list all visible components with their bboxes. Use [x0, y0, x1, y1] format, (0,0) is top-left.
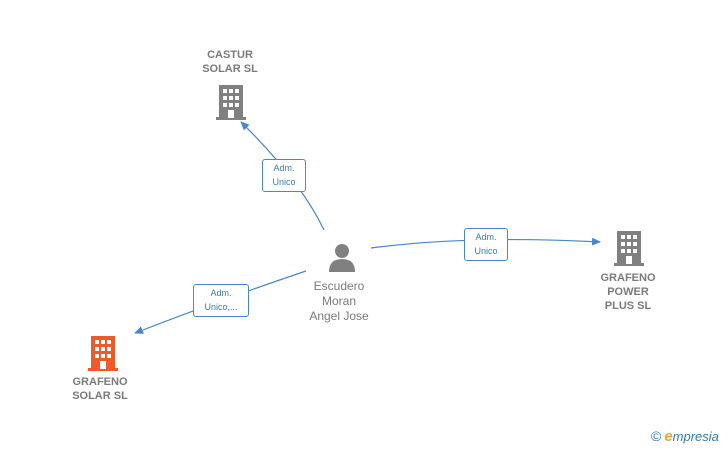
node-label-grafeno-solar[interactable]: GRAFENO SOLAR SL — [72, 376, 128, 402]
node-label-grafeno-power-plus[interactable]: GRAFENO POWER PLUS SL — [600, 272, 656, 312]
edge-label-castur[interactable]: Adm. Unico — [262, 159, 306, 192]
edge-label-grafeno-solar[interactable]: Adm. Unico,... — [193, 284, 249, 317]
building-icon[interactable] — [614, 230, 644, 266]
copyright-icon: © — [651, 428, 662, 444]
building-icon[interactable] — [216, 84, 246, 120]
edge-label-grafeno-power[interactable]: Adm. Unico — [464, 228, 508, 261]
brand-initial: e — [664, 428, 673, 445]
brand-name: mpresia — [672, 429, 719, 444]
empresia-logo: ©empresia — [651, 428, 719, 445]
person-label[interactable]: Escudero Moran Angel Jose — [309, 279, 369, 323]
building-icon[interactable] — [88, 335, 118, 371]
person-icon[interactable] — [327, 242, 357, 272]
node-label-castur-solar[interactable]: CASTUR SOLAR SL — [202, 49, 258, 75]
